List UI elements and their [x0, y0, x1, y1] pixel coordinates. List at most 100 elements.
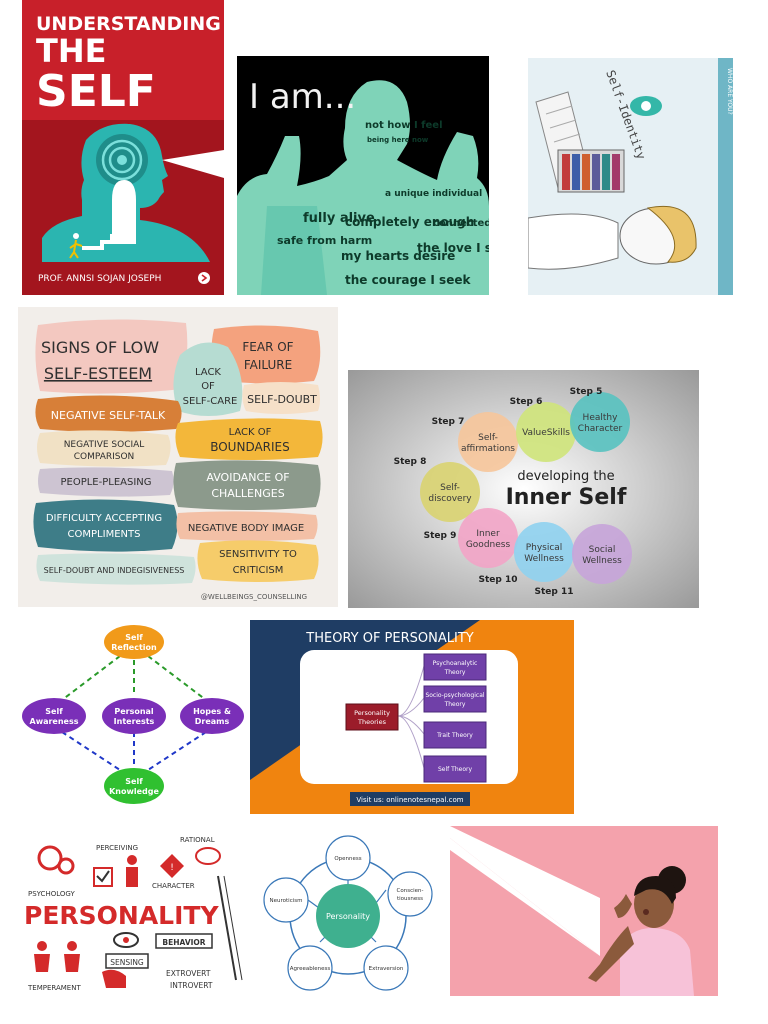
- inner-circle-label: Healthy: [583, 413, 619, 423]
- word-psychology: PSYCHOLOGY: [28, 890, 75, 898]
- theory-branch-label: Psychoanalytic: [433, 660, 478, 667]
- theory-branch-label: Theory: [444, 669, 466, 676]
- theory-branch-label: Theory: [444, 701, 466, 708]
- openness-node: [325, 835, 371, 881]
- book-title-line2: THE: [36, 32, 106, 70]
- personal-interests-node: [102, 698, 166, 734]
- theory-personality-image: THEORY OF PERSONALITY Personality Theori…: [250, 620, 574, 814]
- pencil-icon: [217, 875, 243, 981]
- esteem-title-line2: SELF-ESTEEM: [44, 364, 152, 383]
- svg-text:!: !: [170, 863, 174, 873]
- bigfive-consc-2: tiousness: [397, 896, 423, 902]
- big-five-tile: Personality Openness Conscien- tiousness…: [258, 830, 440, 995]
- esteem-fear-failure-1: FEAR OF: [242, 340, 293, 354]
- i-am-word: completely enough: [345, 215, 474, 229]
- low-self-esteem-tile: SIGNS OF LOW SELF-ESTEEM FEAR OF FAILURE…: [18, 307, 338, 607]
- books-icon: [557, 149, 625, 193]
- i-am-word: my hearts desire: [341, 249, 455, 263]
- esteem-fear-failure-2: FAILURE: [244, 358, 292, 372]
- esteem-boundaries-2: BOUNDARIES: [210, 440, 290, 454]
- inner-circle-label: Physical: [526, 543, 563, 553]
- head-icon: [619, 205, 697, 265]
- low-self-esteem-image: SIGNS OF LOW SELF-ESTEEM FEAR OF FAILURE…: [18, 307, 338, 607]
- esteem-social-1: NEGATIVE SOCIAL: [64, 440, 145, 450]
- esteem-body-image: NEGATIVE BODY IMAGE: [188, 523, 304, 534]
- theory-branch-label: Self Theory: [438, 766, 472, 773]
- inner-circle-label: Wellness: [524, 554, 564, 564]
- esteem-self-care-2: OF: [201, 381, 215, 392]
- inner-circle-node: [516, 402, 576, 462]
- self-knowledge-node: [104, 768, 164, 804]
- hopes-dreams-node: [180, 698, 244, 734]
- personality-center-node: [316, 884, 380, 948]
- inner-step-label: Step 7: [432, 417, 465, 427]
- inner-circle-node: [572, 524, 632, 584]
- esteem-negative-talk: NEGATIVE SELF-TALK: [51, 409, 166, 422]
- theory-connectors: [397, 665, 425, 769]
- inner-circle-label: Goodness: [466, 540, 511, 550]
- checklist-icon: [93, 867, 113, 887]
- inner-circle-node: [458, 508, 518, 568]
- i-am-tile: I am... not how I feel being here now a …: [237, 56, 489, 295]
- bigfive-openness: Openness: [334, 856, 361, 862]
- i-am-word: safe from harm: [277, 234, 372, 247]
- book-title-line3: SELF: [36, 66, 156, 117]
- theory-root-1: Personality: [354, 709, 390, 717]
- person-icon: [126, 855, 138, 887]
- personality-wordcloud-tile: PERCEIVING RATIONAL ! PSYCHOLOGY CHARACT…: [22, 830, 252, 1000]
- inner-circle-label: Inner: [476, 529, 500, 539]
- bigfive-center: Personality: [326, 912, 370, 921]
- personal-interests-label-2: Interests: [114, 717, 155, 726]
- head-profile-icon: [42, 123, 224, 262]
- theory-branch-label: Trait Theory: [436, 732, 473, 739]
- inner-step-label: Step 6: [510, 397, 543, 407]
- hopes-dreams-label-1: Hopes &: [193, 707, 231, 716]
- conscientiousness-node: [387, 871, 433, 917]
- inner-circle-label: ValueSkills: [522, 428, 570, 438]
- agreeableness-node: [287, 945, 333, 991]
- book-author: PROF. ANNSI SOJAN JOSEPH: [38, 274, 161, 284]
- theory-visit: Visit us: onlinenotesnepal.com: [356, 796, 463, 804]
- gears-icon: [37, 845, 75, 875]
- inner-step-label: Step 11: [535, 587, 574, 597]
- self-awareness-label-1: Self: [45, 707, 63, 716]
- theory-root-2: Theories: [357, 718, 387, 726]
- girl-figure-icon: [588, 866, 694, 996]
- theory-branch-node: [423, 685, 487, 713]
- hand-icon: [102, 969, 126, 988]
- self-knowledge-label-1: Self: [125, 777, 143, 786]
- inner-circle-label: Self-: [440, 483, 460, 493]
- esteem-self-care-3: SELF-CARE: [183, 396, 238, 407]
- neuroticism-node: [263, 877, 309, 923]
- book-title-line1: UNDERSTANDING: [36, 13, 221, 35]
- brain-icon: [195, 847, 221, 865]
- inner-circle-label: discovery: [428, 494, 472, 504]
- inner-circle-node: [420, 462, 480, 522]
- esteem-avoid-1: AVOIDANCE OF: [206, 471, 289, 484]
- bigfive-consc-1: Conscien-: [397, 888, 424, 894]
- silhouette-icon: [237, 80, 489, 295]
- bigfive-extraversion: Extraversion: [369, 966, 404, 972]
- theory-personality-tile: THEORY OF PERSONALITY Personality Theori…: [250, 620, 574, 814]
- word-behavior: BEHAVIOR: [162, 938, 205, 947]
- self-reflection-label-1: Self: [125, 633, 143, 642]
- self-reflection-tile: Self Reflection Self Awareness Personal …: [20, 620, 248, 810]
- esteem-pleasing: PEOPLE-PLEASING: [60, 477, 151, 488]
- inner-step-label: Step 5: [570, 387, 603, 397]
- i-am-word: connected to all: [433, 218, 489, 229]
- word-rational: RATIONAL: [180, 836, 215, 844]
- word-extrovert: EXTROVERT: [166, 969, 211, 978]
- bigfive-neuroticism: Neuroticism: [270, 898, 303, 904]
- inner-circle-node: [514, 522, 574, 582]
- self-identity-image: WHO ARE YOU? Self-Identity: [528, 58, 733, 295]
- personality-wordcloud-image: PERCEIVING RATIONAL ! PSYCHOLOGY CHARACT…: [22, 830, 252, 1000]
- theory-branch-node: [423, 721, 487, 749]
- i-am-image: I am... not how I feel being here now a …: [237, 56, 489, 295]
- theory-branch-node: [423, 653, 487, 681]
- esteem-sensitivity-1: SENSITIVITY TO: [219, 549, 297, 560]
- inner-circle-label: Wellness: [582, 556, 622, 566]
- inner-circle-label: Social: [589, 545, 616, 555]
- big-five-image: Personality Openness Conscien- tiousness…: [258, 830, 440, 995]
